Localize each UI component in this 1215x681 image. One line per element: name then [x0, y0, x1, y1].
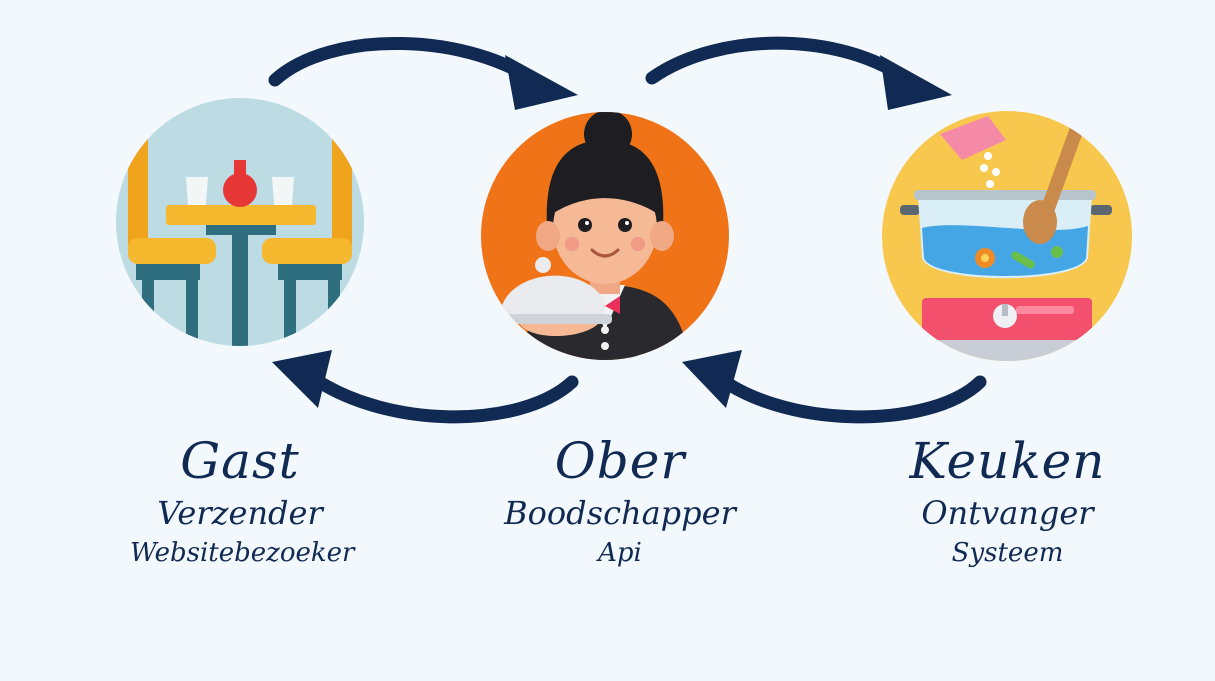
node-gast-sub: Websitebezoeker [130, 538, 355, 568]
node-keuken-label: Keuken Ontvanger Systeem [895, 432, 1120, 568]
cooking-pot-icon [882, 111, 1132, 361]
node-ober-label: Ober Boodschapper Api [495, 432, 745, 568]
arrow-gast-to-ober [268, 37, 578, 110]
node-keuken-title: Keuken [909, 432, 1106, 490]
node-gast-role: Verzender [157, 494, 323, 532]
dining-table-icon [116, 98, 364, 346]
node-keuken-sub: Systeem [951, 538, 1064, 568]
arrow-ober-to-keuken [645, 36, 952, 110]
node-ober-sub: Api [598, 538, 642, 568]
node-ober-title: Ober [554, 432, 686, 490]
node-ober-role: Boodschapper [504, 494, 736, 532]
arrow-keuken-to-ober [682, 350, 987, 424]
node-keuken-role: Ontvanger [921, 494, 1094, 532]
waiter-icon [481, 112, 729, 360]
arrow-ober-to-gast [272, 350, 579, 424]
node-gast-title: Gast [180, 432, 300, 490]
node-gast-label: Gast Verzender Websitebezoeker [130, 432, 355, 568]
